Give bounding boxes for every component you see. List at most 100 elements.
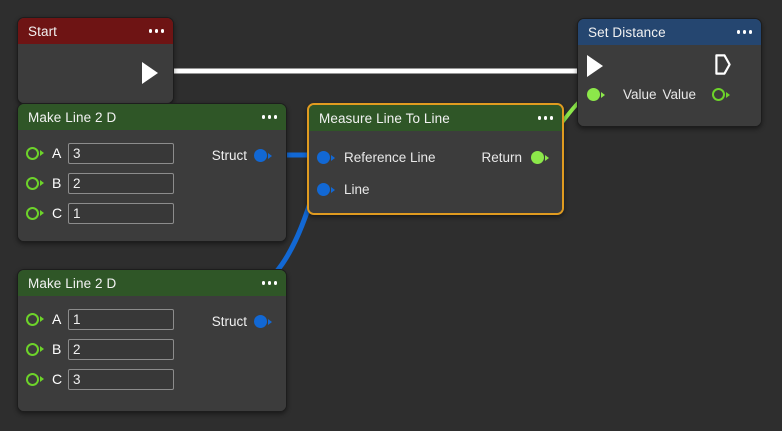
struct-pin-arrow-icon [331,154,335,161]
arg-value-c[interactable] [68,202,174,224]
ellipsis-icon[interactable] [261,115,277,119]
node-make-line-2d-first[interactable]: Make Line 2 D A B [17,103,287,242]
struct-pin-circle-icon [317,151,330,164]
input-pin-b[interactable] [26,342,44,356]
pin-arrow-icon [40,376,44,382]
arg-label-b: B [52,341,62,357]
node-measure-line-to-line-header[interactable]: Measure Line To Line [309,105,562,131]
node-start[interactable]: Start [17,17,174,104]
arg-row-a: A [18,304,286,334]
input-pin-c[interactable] [26,206,44,220]
arg-label-c: C [52,371,63,387]
arg-value-b[interactable] [68,172,174,194]
reference-line-pin[interactable] [317,151,335,164]
value-pin-arrow-icon [726,91,730,98]
input-line[interactable]: Line [317,182,370,197]
arg-value-a[interactable] [68,308,174,330]
struct-pin-circle-icon [317,183,330,196]
arg-value-c[interactable] [68,368,174,390]
pin-circle-outline-icon [26,176,39,190]
exec-output-arrow-icon [142,62,158,84]
arg-row-a: A [18,138,286,168]
node-start-body [18,44,173,103]
value-output-label: Value [662,87,696,102]
struct-output-label: Struct [211,314,247,329]
input-pin-c[interactable] [26,372,44,386]
struct-output-pin[interactable] [254,149,272,162]
node-set-distance-header[interactable]: Set Distance [578,19,761,45]
struct-output[interactable]: Struct [212,314,272,329]
arg-row-c: C [18,364,286,394]
node-make-line-2d-first-title: Make Line 2 D [28,109,117,125]
value-output-pin[interactable] [712,88,730,101]
struct-pin-circle-icon [254,315,267,328]
struct-output-pin[interactable] [254,315,272,328]
ellipsis-icon[interactable] [148,29,164,33]
struct-output[interactable]: Struct [212,148,272,163]
arg-label-b: B [52,175,62,191]
pin-arrow-icon [40,150,44,156]
node-set-distance[interactable]: Set Distance Value Value [577,18,762,127]
struct-pin-arrow-icon [331,186,335,193]
return-pin[interactable] [531,151,549,164]
pin-circle-outline-icon [26,312,39,326]
line-pin[interactable] [317,183,335,196]
input-pin-b[interactable] [26,176,44,190]
value-pin-circle-icon [531,151,544,164]
return-label: Return [481,150,522,165]
pin-arrow-icon [40,210,44,216]
node-measure-line-to-line-body: Reference Line Line Return [309,131,562,213]
ellipsis-icon[interactable] [736,30,752,34]
value-pin-arrow-icon [545,154,549,161]
value-input-label: Value [623,87,657,102]
pin-circle-outline-icon [26,146,39,160]
node-start-header[interactable]: Start [18,18,173,44]
node-make-line-2d-second-title: Make Line 2 D [28,275,117,291]
set-distance-exec-output-pin[interactable] [715,54,731,80]
output-return[interactable]: Return [481,150,549,165]
arg-label-a: A [52,145,62,161]
arg-row-b: B [18,168,286,198]
arg-label-c: C [52,205,63,221]
arg-row-c: C [18,198,286,228]
arg-value-b[interactable] [68,338,174,360]
ellipsis-icon[interactable] [261,281,277,285]
pin-circle-outline-icon [26,342,39,356]
pin-arrow-icon [40,316,44,322]
struct-pin-arrow-icon [268,318,272,325]
node-measure-line-to-line-title: Measure Line To Line [319,110,450,126]
input-pin-a[interactable] [26,146,44,160]
input-reference-line[interactable]: Reference Line [317,150,436,165]
node-make-line-2d-second-body: A B C Struct [18,296,286,411]
exec-input-arrow-icon [587,55,603,77]
line-label: Line [344,182,370,197]
value-pin-circle-icon [587,88,600,101]
node-start-title: Start [28,23,58,39]
set-distance-value-input[interactable]: Value [587,87,657,102]
node-make-line-2d-second-header[interactable]: Make Line 2 D [18,270,286,296]
exec-output-arrow-outline-icon [715,54,731,75]
arg-label-a: A [52,311,62,327]
node-measure-line-to-line[interactable]: Measure Line To Line Reference Line Line [307,103,564,215]
ellipsis-icon[interactable] [537,116,553,120]
node-make-line-2d-second[interactable]: Make Line 2 D A B [17,269,287,412]
start-exec-output-pin[interactable] [142,62,158,84]
value-pin-arrow-icon [601,91,605,98]
set-distance-exec-input-pin[interactable] [587,55,603,77]
pin-circle-outline-icon [26,206,39,220]
struct-output-label: Struct [211,148,247,163]
arg-row-b: B [18,334,286,364]
set-distance-value-output[interactable]: Value [662,87,730,102]
value-input-pin[interactable] [587,88,605,101]
node-set-distance-body: Value Value [578,45,761,126]
value-pin-circle-outline-icon [712,88,725,101]
pin-circle-outline-icon [26,372,39,386]
node-set-distance-title: Set Distance [588,24,666,40]
node-make-line-2d-first-header[interactable]: Make Line 2 D [18,104,286,130]
input-pin-a[interactable] [26,312,44,326]
struct-pin-arrow-icon [268,152,272,159]
node-make-line-2d-first-body: A B C Struct [18,130,286,241]
reference-line-label: Reference Line [344,150,436,165]
arg-value-a[interactable] [68,142,174,164]
